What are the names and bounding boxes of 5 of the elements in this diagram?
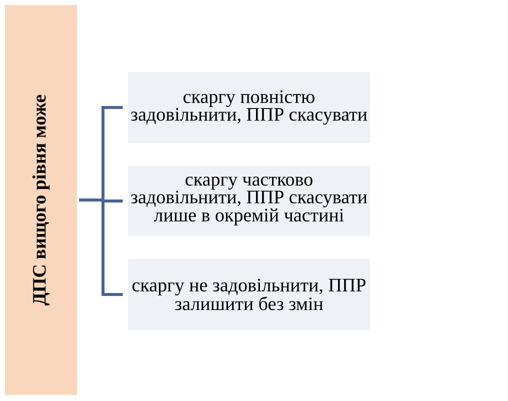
connector-line bbox=[79, 198, 123, 296]
option-box: скаргу не задовільнити, ППР залишити без змін bbox=[128, 259, 370, 330]
side-box: ДПС вищого рівня може bbox=[5, 5, 77, 395]
option-box: скаргу частково задовільнити, ППР скасувати лише в окремій частині bbox=[128, 166, 370, 236]
option-box: скаргу повністю задовільнити, ППР скасувати bbox=[128, 72, 370, 143]
